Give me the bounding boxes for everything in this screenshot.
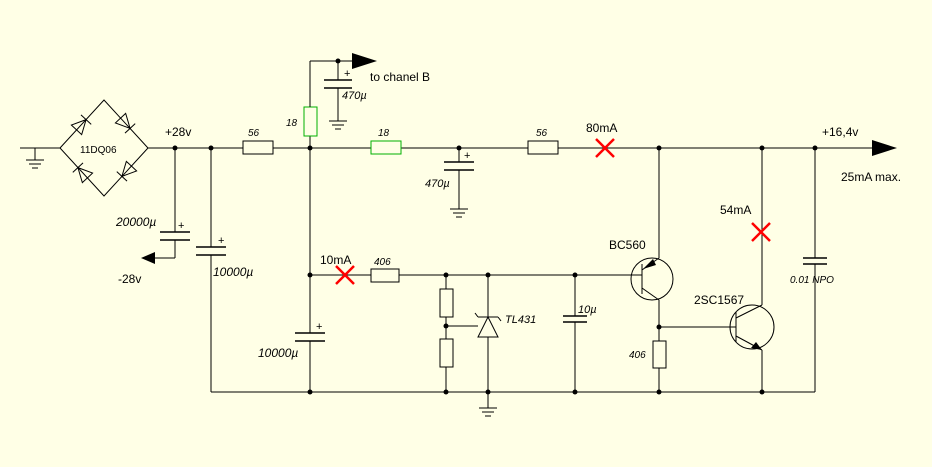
cap-10000-left: + 10000µ [196, 148, 253, 392]
cap-10000-left-label: 10000µ [213, 265, 253, 279]
cap-470-b-label: 470µ [425, 178, 450, 190]
resistor-406-b: 406 [629, 340, 667, 392]
cap-470-a-label: 470µ [342, 90, 367, 102]
resistor-406-b-label: 406 [629, 350, 646, 361]
transistor-bc560: BC560 [609, 148, 674, 341]
cap-10u: 10µ [563, 275, 597, 392]
resistor-56-a-label: 56 [248, 128, 260, 139]
resistor-56-b: 56 [527, 128, 559, 155]
resistor-406-a-label: 406 [374, 257, 391, 268]
bc560-label: BC560 [609, 238, 646, 252]
cap-20000-label: 20000µ [115, 215, 156, 229]
transistor-2sc1567: 2SC1567 [659, 148, 775, 392]
to-chanel-b-label: to chanel B [370, 70, 430, 84]
current-54ma-label: 54mA [720, 203, 751, 217]
current-80ma-label: 80mA [586, 121, 617, 135]
cap-20000: + 20000µ -28v [115, 148, 190, 286]
current-mark-80ma: 80mA [586, 121, 617, 158]
cap-10000-left-plus: + [218, 235, 224, 247]
cap-20000-plus: + [178, 220, 184, 232]
resistor-56-b-label: 56 [536, 128, 548, 139]
output-voltage-label: +16,4v [822, 125, 858, 139]
2sc1567-label: 2SC1567 [694, 293, 744, 307]
pos28v-label: +28v [165, 125, 191, 139]
bridge-label: 11DQ06 [80, 145, 117, 156]
input-ground [20, 147, 60, 169]
cap-10000-mid-label: 10000µ [258, 346, 298, 360]
resistor-18-vertical-label: 18 [286, 118, 298, 129]
cap-10u-label: 10µ [578, 304, 597, 316]
resistor-18-horizontal-label: 18 [378, 128, 390, 139]
channel-b-branch: 18 + 470µ to chanel B [286, 53, 430, 148]
cap-470-b-plus: + [464, 150, 470, 162]
tl431-label: TL431 [505, 314, 536, 326]
cap-10000-mid-plus: + [316, 321, 322, 333]
resistor-18-horizontal: 18 [370, 128, 402, 155]
current-mark-54ma: 54mA [720, 203, 771, 242]
current-10ma-label: 10mA [320, 253, 351, 267]
cap-001-npo: 0.01 NPO [790, 148, 834, 392]
cap-470-a-plus: + [344, 68, 350, 80]
reference-branch: + 10000µ 10mA 406 [258, 148, 636, 392]
resistor-56-a: 56 [242, 128, 274, 155]
top-rail-wires [148, 140, 897, 156]
cap-001-npo-label: 0.01 NPO [790, 275, 834, 286]
cap-470-b: + 470µ [425, 148, 474, 218]
bottom-rail [211, 389, 815, 417]
tl431-section: TL431 [439, 275, 536, 392]
neg28v-label: -28v [118, 272, 141, 286]
output-current-label: 25mA max. [841, 170, 901, 184]
bridge-rectifier: 11DQ06 [59, 99, 149, 197]
